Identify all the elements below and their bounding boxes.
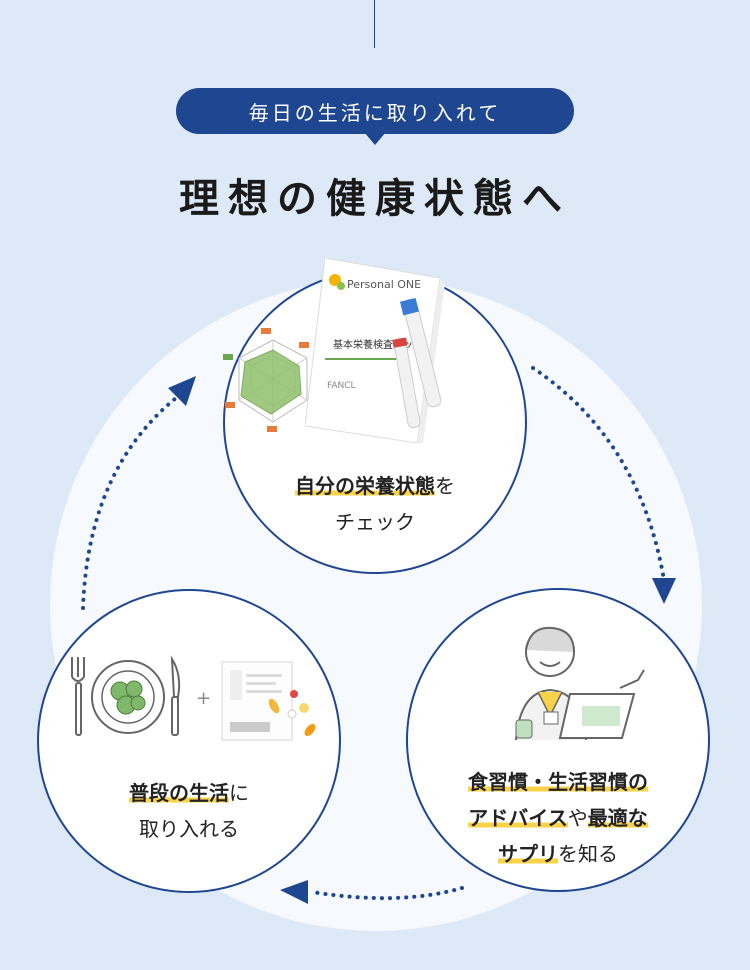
step-check-highlight: 自分の栄養状態 (295, 474, 435, 498)
plus-icon: + (196, 688, 212, 709)
step-check-line-2: チェック (223, 504, 527, 540)
step-advice-highlight-3: 最適な (587, 806, 648, 830)
step-advice-text-ya: や (567, 806, 588, 830)
step-daily-circle (37, 589, 341, 893)
step-daily-line-2: 取り入れる (37, 811, 341, 847)
step-advice-line-1: 食習慣・生活習慣の (406, 764, 710, 800)
step-advice-highlight-1: 食習慣・生活習慣の (468, 770, 648, 794)
step-advice-line-2: アドバイスや最適な (406, 800, 710, 836)
step-advice-highlight-4: サプリ (498, 842, 558, 866)
kit-maker-text: FANCL (327, 381, 356, 391)
top-line (374, 0, 375, 48)
step-check-line-1: 自分の栄養状態を (223, 468, 527, 504)
step-check-label: 自分の栄養状態を チェック (223, 468, 527, 540)
supplement-pack-icon (221, 661, 316, 741)
step-daily-text: に (229, 781, 249, 805)
arrow-path-right (531, 366, 666, 582)
step-advice-highlight-2: アドバイス (468, 806, 568, 830)
step-daily-label: 普段の生活に 取り入れる (37, 775, 341, 847)
step-advice-text-end: を知る (558, 842, 618, 866)
step-advice-line-3: サプリを知る (406, 836, 710, 872)
subtitle-text: 毎日の生活に取り入れて (248, 100, 502, 125)
step-daily-text-2: 取り入れる (139, 817, 239, 841)
step-check-text-2: チェック (335, 510, 415, 534)
fork-icon (71, 657, 85, 736)
step-check-text: を (435, 474, 455, 498)
pill-pointer (364, 132, 386, 145)
test-kit-icon: Personal ONE 基本栄養検査キット FANCL (305, 258, 445, 443)
page-title: 理想の健康状態へ (179, 176, 571, 222)
arrow-head-right (652, 578, 676, 604)
arrow-head-left (168, 376, 196, 406)
advisor-person-icon (515, 626, 645, 741)
step-advice-label: 食習慣・生活習慣の アドバイスや最適な サプリを知る (406, 764, 710, 872)
step-daily-line-1: 普段の生活に (37, 775, 341, 811)
arrow-head-bottom (280, 880, 308, 904)
radar-chart-icon (223, 328, 309, 432)
subtitle-pill: 毎日の生活に取り入れて (176, 88, 574, 134)
plate-icon (71, 655, 181, 736)
kit-brand-text: Personal ONE (347, 278, 421, 291)
step-daily-highlight: 普段の生活 (129, 781, 229, 805)
knife-icon (170, 655, 181, 736)
kit-name-text: 基本栄養検査キット (333, 338, 423, 351)
arrow-path-bottom (310, 886, 464, 901)
arrow-path-left (81, 396, 178, 610)
